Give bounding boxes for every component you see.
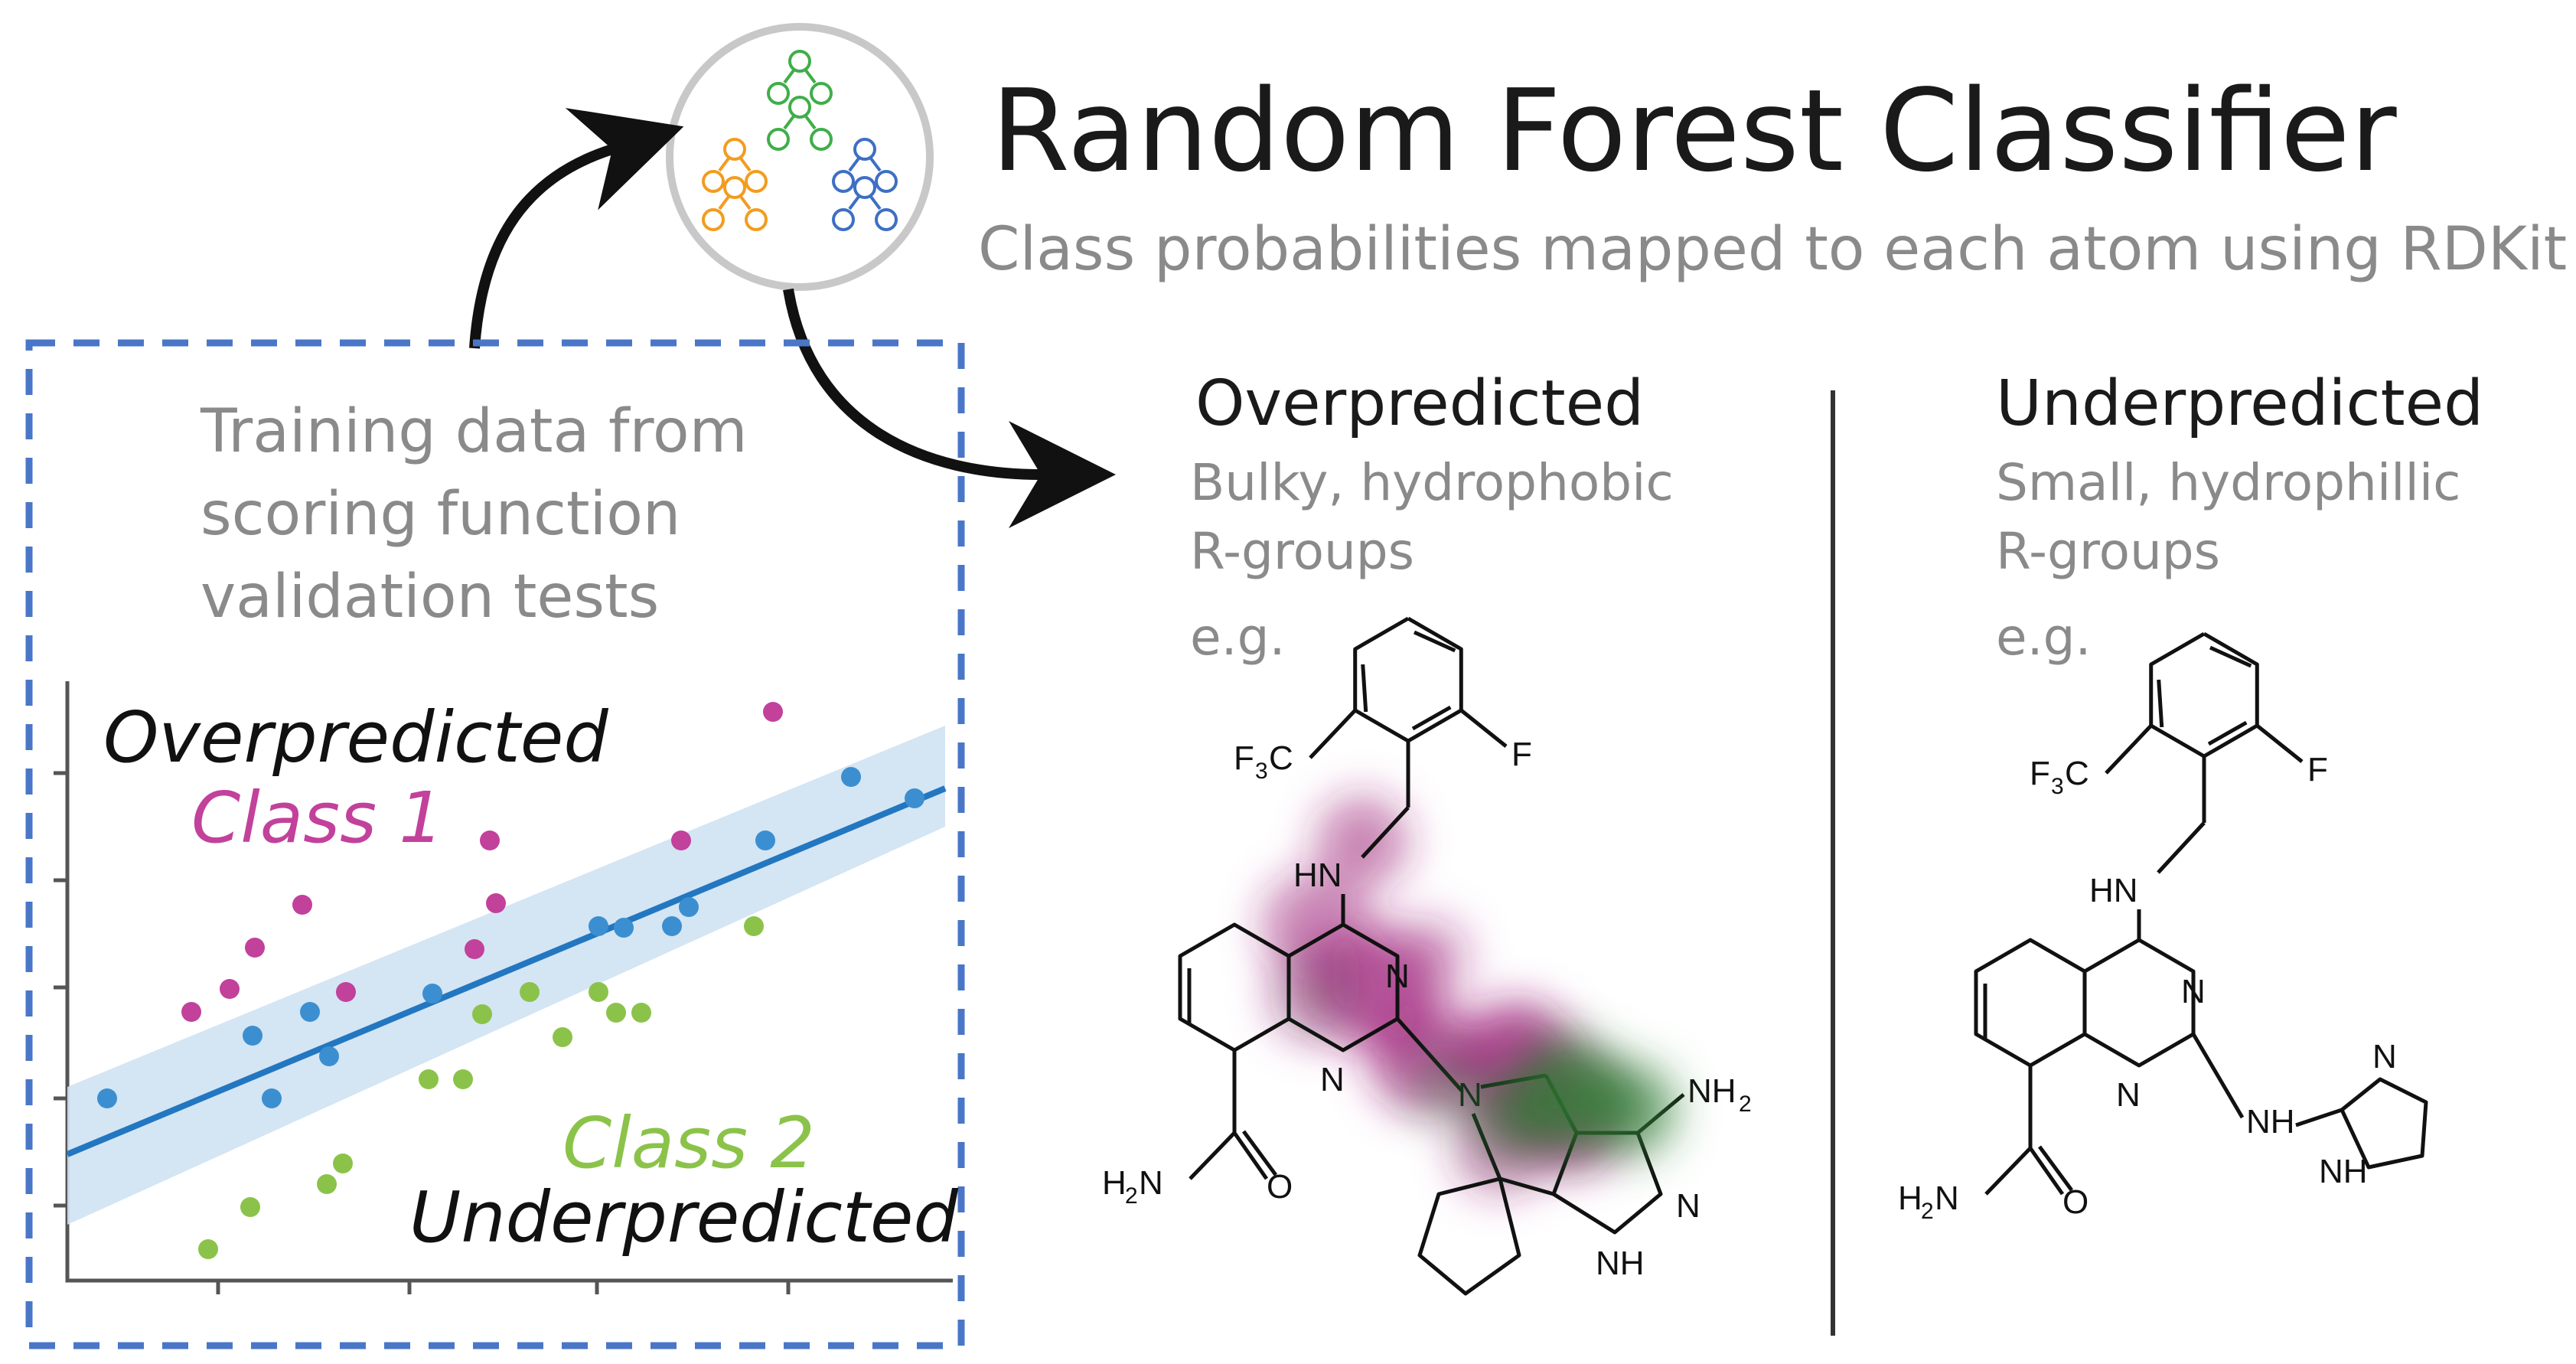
class1-point: [486, 893, 506, 913]
scatter-plot: Overpredicted Class 1 Class 2 Underpredi…: [54, 681, 959, 1294]
arrow-to-results: [783, 288, 1116, 528]
neutral-point: [614, 918, 634, 938]
tree-left-lower-icon: [702, 176, 768, 231]
nh-atom: NH: [1596, 1245, 1645, 1282]
nh-atom: NH: [2319, 1153, 2368, 1190]
class1-point: [763, 702, 783, 722]
f3c-atom: F: [2030, 755, 2050, 792]
hn-atom: HN: [2089, 872, 2138, 909]
neutral-point: [589, 916, 608, 936]
page-subtitle: Class probabilities mapped to each atom …: [978, 215, 2567, 284]
o-atom: O: [2062, 1183, 2089, 1221]
class2-point: [606, 1003, 626, 1023]
nh2-sub: 2: [1739, 1092, 1752, 1117]
nh2-atom: NH: [1687, 1072, 1736, 1110]
class1-point: [465, 939, 484, 959]
training-line-2: scoring function: [201, 480, 680, 549]
under-desc-2: R-groups: [1996, 522, 2220, 581]
n-atom: N: [1676, 1187, 1700, 1225]
neutral-point: [422, 984, 442, 1003]
class2-label: Class 2: [562, 1102, 815, 1184]
class2-point: [744, 916, 764, 936]
class2-point: [240, 1197, 260, 1217]
f-atom: F: [1511, 736, 1532, 773]
class1-point: [292, 895, 312, 915]
n-atom: N: [1320, 1061, 1345, 1098]
training-box: [25, 339, 965, 1349]
class2-point: [198, 1239, 218, 1259]
class2-point: [472, 1004, 492, 1024]
over-desc-2: R-groups: [1190, 522, 1414, 581]
page-title: Random Forest Classifier: [991, 65, 2397, 197]
forest-icon: [666, 23, 934, 291]
n-atom: N: [2181, 973, 2206, 1010]
neutral-point: [905, 788, 924, 808]
h2n-n: N: [1139, 1164, 1163, 1202]
class2-point: [419, 1069, 439, 1089]
tree-right-icon: [832, 138, 898, 193]
tree-left-icon: [702, 138, 768, 193]
n-atom: N: [2116, 1076, 2141, 1114]
confidence-band: [67, 726, 945, 1225]
under-heading: Underpredicted: [1996, 367, 2483, 440]
f3c-sub: 3: [2051, 774, 2064, 799]
h2n-atom: H: [1102, 1164, 1127, 1202]
over-eg: e.g.: [1190, 608, 1285, 667]
neutral-point: [319, 1046, 339, 1066]
underpredicted-label: Underpredicted: [409, 1176, 959, 1258]
tree-right-lower-icon: [832, 176, 898, 231]
class2-point: [317, 1174, 337, 1194]
neutral-point: [679, 897, 699, 917]
tree-root-icon: [767, 50, 833, 105]
class2-point: [520, 982, 540, 1002]
under-desc-1: Small, hydrophillic: [1996, 453, 2460, 512]
class1-point: [245, 938, 265, 958]
h2n-atom: H: [1898, 1180, 1922, 1217]
neutral-point: [755, 830, 775, 850]
under-eg: e.g.: [1996, 608, 2091, 667]
neutral-point: [300, 1002, 320, 1022]
nh-atom: NH: [2246, 1103, 2295, 1140]
neutral-point: [262, 1088, 282, 1108]
f3c-atom: F: [1234, 739, 1254, 777]
class2-point: [453, 1069, 473, 1089]
f-atom: F: [2307, 751, 2328, 788]
o-atom: O: [1267, 1168, 1293, 1206]
neutral-point: [97, 1088, 117, 1108]
class2-point: [553, 1027, 572, 1047]
h2n-sub: 2: [1921, 1199, 1934, 1224]
class2-point: [333, 1154, 353, 1173]
h2n-n: N: [1935, 1180, 1959, 1217]
neutral-point: [662, 916, 682, 936]
tree-root-lower-icon: [767, 96, 833, 151]
class2-point: [589, 982, 608, 1002]
n-atom: N: [2372, 1038, 2397, 1075]
training-line-1: Training data from: [200, 397, 748, 466]
h2n-sub: 2: [1125, 1183, 1138, 1209]
class1-point: [480, 830, 500, 850]
neutral-point: [243, 1026, 262, 1046]
class1-point: [220, 979, 240, 999]
class1-point: [336, 982, 356, 1002]
class1-label: Class 1: [191, 777, 444, 859]
hn-atom: HN: [1293, 857, 1342, 894]
over-desc-1: Bulky, hydrophobic: [1190, 453, 1674, 512]
arrow-to-classifier: [469, 108, 684, 349]
training-line-3: validation tests: [201, 563, 659, 631]
f3c-c: C: [1269, 739, 1293, 777]
class2-point: [631, 1003, 651, 1023]
overpredicted-label: Overpredicted: [103, 697, 608, 778]
over-heading: Overpredicted: [1195, 367, 1644, 440]
neutral-point: [841, 767, 861, 787]
class1-point: [671, 830, 691, 850]
fit-line: [66, 785, 947, 1157]
class1-point: [181, 1002, 201, 1022]
f3c-sub: 3: [1255, 759, 1268, 784]
n-atom: N: [1385, 958, 1410, 995]
f3c-c: C: [2065, 755, 2089, 792]
